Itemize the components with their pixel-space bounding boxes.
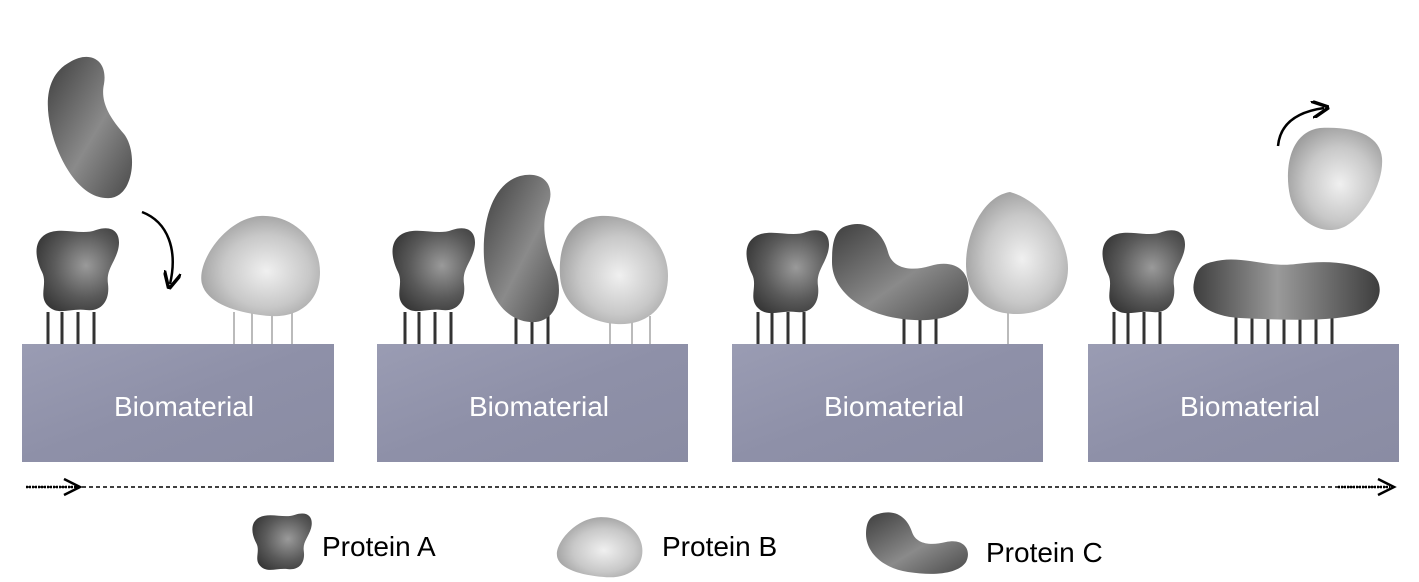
panel-3: Biomaterial <box>732 192 1068 462</box>
legend-protein-b-icon <box>556 517 643 578</box>
biomaterial-block <box>1088 344 1399 462</box>
panel-2: Biomaterial <box>377 174 688 462</box>
protein-a <box>46 312 96 344</box>
protein-a-body <box>392 228 476 312</box>
protein-b-legs <box>233 312 293 344</box>
timeline-start-arrow-icon <box>63 477 83 497</box>
panel-1: Biomaterial <box>22 56 334 462</box>
protein-b-body <box>201 215 320 317</box>
protein-c-body <box>1193 259 1380 320</box>
protein-b-body <box>1287 127 1383 231</box>
protein-a <box>403 312 453 344</box>
biomaterial-block <box>377 344 688 462</box>
panel-4: Biomaterial <box>1088 108 1399 462</box>
biomaterial-label: Biomaterial <box>824 391 964 422</box>
legend-protein-c-label: Protein C <box>986 537 1103 568</box>
protein-a <box>756 312 806 344</box>
biomaterial-label: Biomaterial <box>114 391 254 422</box>
legend-protein-b-label: Protein B <box>662 531 777 562</box>
timeline-end-arrow-icon <box>1377 477 1397 497</box>
legend: Protein A Protein B Protein C <box>252 512 1103 578</box>
legend-protein-c-icon <box>866 512 968 574</box>
protein-a-body <box>36 228 120 312</box>
curved-arrow-down <box>141 210 173 284</box>
biomaterial-label: Biomaterial <box>1180 391 1320 422</box>
protein-a <box>1112 312 1162 344</box>
protein-b-body <box>559 215 668 325</box>
protein-c-body <box>832 224 969 321</box>
biomaterial-block <box>732 344 1043 462</box>
protein-c-body <box>47 56 133 199</box>
biomaterial-block <box>22 344 334 462</box>
curved-arrow-up <box>1276 108 1324 147</box>
timeline <box>26 477 1397 497</box>
biomaterial-label: Biomaterial <box>469 391 609 422</box>
protein-a-body <box>1102 230 1186 314</box>
legend-protein-a-icon <box>252 513 312 570</box>
legend-protein-a-label: Protein A <box>322 531 436 562</box>
protein-a-body <box>746 230 830 314</box>
protein-b-body <box>966 192 1068 314</box>
protein-c-body <box>483 174 559 323</box>
